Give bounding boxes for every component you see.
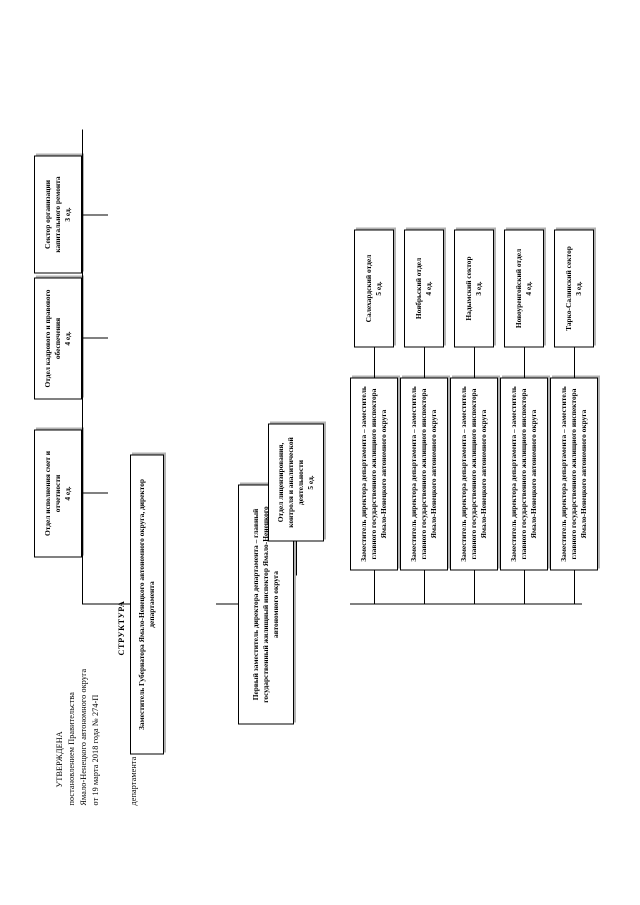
- box-deputy-unit-5[interactable]: Тарко-Салинский сектор 3 ед.: [554, 229, 594, 347]
- deputy-unit-1-name: Салехардский отдел: [364, 254, 374, 322]
- support-unit-2-staff: 4 ед.: [62, 330, 72, 346]
- support-unit-3-name: Сектор организации капитального ремонта: [43, 175, 63, 253]
- deputy-3-label: Заместитель директора департамента – зам…: [459, 385, 488, 562]
- deputy-1-label: Заместитель директора департамента – зам…: [359, 385, 388, 562]
- connector-support-spine: [82, 129, 84, 604]
- box-head[interactable]: Заместитель Губернатора Ямало-Ненецкого …: [130, 454, 164, 754]
- deputy-unit-5-name: Тарко-Салинский сектор: [564, 245, 574, 331]
- box-deputy-unit-2[interactable]: Ноябрьский отдел 4 ед.: [404, 229, 444, 347]
- deputy-unit-3-text: Надымский сектор 3 ед.: [464, 233, 484, 343]
- deputy-unit-1-staff: 5 ед.: [374, 280, 383, 296]
- deputy-unit-2-text: Ноябрьский отдел 4 ед.: [414, 233, 434, 343]
- box-support-unit-3[interactable]: Сектор организации капитального ремонта …: [34, 155, 82, 273]
- approval-line-2: постановлением Правительства: [66, 691, 76, 805]
- support-unit-1-text: Отдел исполнения смет и отчетности 4 ед.: [43, 433, 72, 553]
- box-deputy-unit-4[interactable]: Новоуренгойский отдел 4 ед.: [504, 229, 544, 347]
- deputy-unit-5-text: Тарко-Салинский сектор 3 ед.: [564, 233, 584, 343]
- connector-unit-2: [424, 347, 426, 377]
- box-deputy-1[interactable]: Заместитель директора департамента – зам…: [350, 377, 398, 570]
- box-deputy-5[interactable]: Заместитель директора департамента – зам…: [550, 377, 598, 570]
- connector-deputy-spine: [350, 602, 582, 604]
- box-deputy-unit-3[interactable]: Надымский сектор 3 ед.: [454, 229, 494, 347]
- deputy-unit-4-staff: 4 ед.: [524, 280, 533, 296]
- support-unit-2-name: Отдел кадрового и правового обеспечения: [43, 289, 63, 387]
- deputy-unit-3-name: Надымский сектор: [464, 255, 474, 321]
- deputy-unit-2-name: Ноябрьский отдел: [414, 257, 424, 319]
- connector-deputy-1: [374, 570, 376, 604]
- approval-line-3: Ямало-Ненецкого автономного округа: [78, 668, 88, 805]
- first-deputy-unit-staff: 5 ед.: [305, 474, 315, 490]
- deputy-unit-1-text: Салехардский отдел 5 ед.: [364, 233, 384, 343]
- approval-stamp: УТВЕРЖДЕНА постановлением Правительства …: [54, 668, 102, 805]
- box-head-label: Заместитель Губернатора Ямало-Ненецкого …: [137, 478, 156, 730]
- box-support-unit-2[interactable]: Отдел кадрового и правового обеспечения …: [34, 277, 82, 399]
- deputy-unit-3-staff: 3 ед.: [474, 280, 483, 296]
- first-deputy-unit-text: Отдел лицензирования, контроля и аналити…: [276, 427, 315, 537]
- box-deputy-4[interactable]: Заместитель директора департамента – зам…: [500, 377, 548, 570]
- box-deputy-2[interactable]: Заместитель директора департамента – зам…: [400, 377, 448, 570]
- connector-support-1: [82, 491, 108, 493]
- first-deputy-unit-name: Отдел лицензирования, контроля и аналити…: [276, 436, 305, 528]
- deputy-unit-5-staff: 3 ед.: [574, 280, 583, 296]
- connector-unit-4: [524, 347, 526, 377]
- support-unit-3-staff: 3 ед.: [62, 206, 72, 222]
- support-unit-3-text: Сектор организации капитального ремонта …: [43, 159, 72, 269]
- box-support-unit-1[interactable]: Отдел исполнения смет и отчетности 4 ед.: [34, 429, 82, 557]
- connector-head-down: [216, 602, 238, 604]
- box-first-deputy-unit[interactable]: Отдел лицензирования, контроля и аналити…: [268, 423, 324, 541]
- deputy-5-label: Заместитель директора департамента – зам…: [559, 385, 588, 562]
- connector-support-3: [82, 213, 108, 215]
- deputy-2-label: Заместитель директора департамента – зам…: [409, 385, 438, 562]
- connector-firstdeputy-unit: [296, 541, 298, 575]
- connector-deputy-3: [474, 570, 476, 604]
- connector-support-2: [82, 336, 108, 338]
- page-title: СТРУКТУРА: [117, 600, 126, 655]
- deputy-4-label: Заместитель директора департамента – зам…: [509, 385, 538, 562]
- connector-unit-1: [374, 347, 376, 377]
- connector-head-up: [82, 602, 130, 604]
- box-deputy-unit-1[interactable]: Салехардский отдел 5 ед.: [354, 229, 394, 347]
- connector-deputy-2: [424, 570, 426, 604]
- deputy-unit-4-name: Новоуренгойский отдел: [514, 248, 524, 328]
- connector-unit-5: [574, 347, 576, 377]
- connector-deputy-4: [524, 570, 526, 604]
- box-deputy-3[interactable]: Заместитель директора департамента – зам…: [450, 377, 498, 570]
- support-unit-1-name: Отдел исполнения смет и отчетности: [43, 450, 63, 536]
- approval-line-1: УТВЕРЖДЕНА: [55, 730, 64, 787]
- approval-line-4: от 19 марта 2018 года № 274-П: [90, 694, 100, 805]
- support-unit-2-text: Отдел кадрового и правового обеспечения …: [43, 281, 72, 395]
- deputy-unit-2-staff: 4 ед.: [424, 280, 433, 296]
- deputy-unit-4-text: Новоуренгойский отдел 4 ед.: [514, 233, 534, 343]
- org-chart-canvas: УТВЕРЖДЕНА постановлением Правительства …: [20, 30, 620, 875]
- connector-unit-3: [474, 347, 476, 377]
- connector-deputy-5: [574, 570, 576, 604]
- support-unit-1-staff: 4 ед.: [62, 485, 72, 501]
